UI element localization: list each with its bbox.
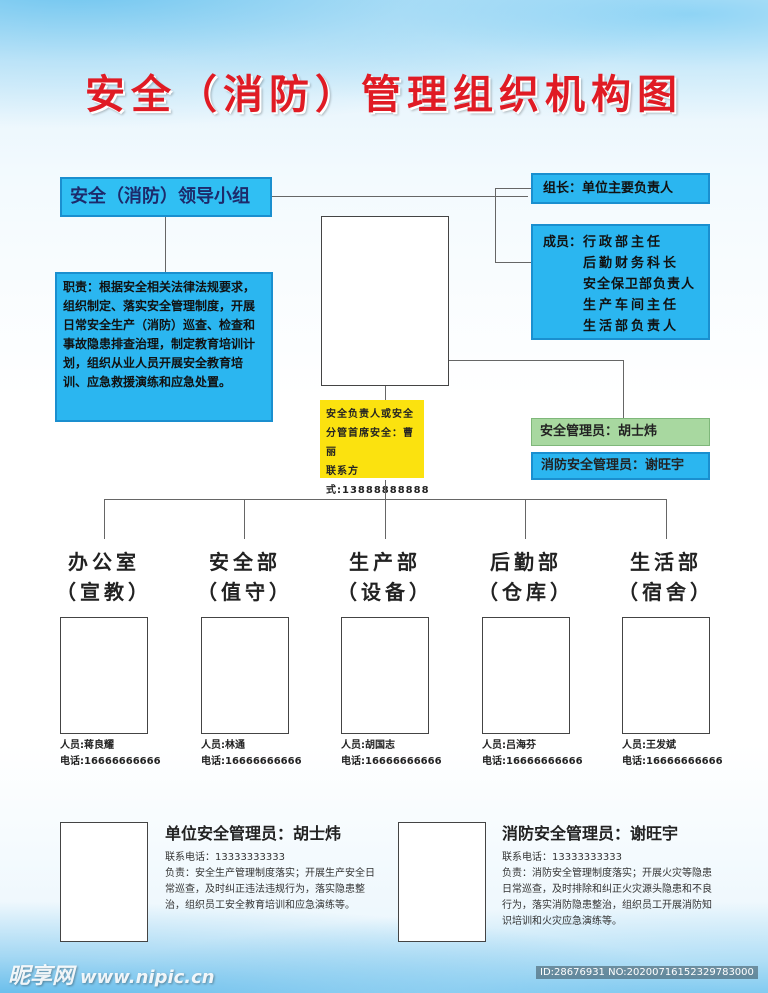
connector-line [385,499,386,539]
connector-line [495,188,496,263]
connector-line [495,188,531,189]
watermark-brand-name: 昵享网 [8,964,75,989]
watermark-id: ID:28676931 NO:20200716152329783000 [536,966,758,979]
department-person: 人员:蒋良耀 [60,740,114,751]
member-item: 后勤财务科长 [583,256,680,271]
fire-admin-phone: 联系电话：13333333333 [502,852,622,863]
members-box: 成员：行政部主任 后勤财务科长 安全保卫部负责人 生产车间主任 生活部负责人 [531,224,710,340]
leader-group-duties: 职责：根据安全相关法律法规要求，组织制定、落实安全管理制度，开展日常安全生产（消… [55,272,273,422]
connector-line [623,360,624,418]
department-photo-placeholder [622,617,710,734]
department-name: 生产部 [349,550,421,574]
connector-line [666,499,667,539]
department-subtitle: （仓库） [478,580,574,604]
department-contact: 人员:蒋良耀 电话:16666666666 [60,738,170,770]
department-contact: 人员:林通 电话:16666666666 [201,738,311,770]
connector-line [385,386,386,400]
department-photo-placeholder [482,617,570,734]
safety-admin-phone: 联系电话：13333333333 [165,852,285,863]
connector-line [104,499,105,539]
department-subtitle: （设备） [337,580,433,604]
department-contact: 人员:吕海芬 电话:16666666666 [482,738,592,770]
fire-admin-photo-placeholder [398,822,486,942]
responsible-line2: 分管首席安全：曹丽 [326,428,414,458]
member-item: 安全保卫部负责人 [583,277,696,292]
leader-group-title: 安全（消防）领导小组 [60,177,272,217]
connector-line [449,360,624,361]
fire-admin-box: 消防安全管理员：谢旺宇 [531,452,710,480]
safety-admin-title: 单位安全管理员：胡士炜 [165,824,342,843]
connector-line [272,196,528,197]
department-subtitle: （宿舍） [618,580,714,604]
department-contact: 人员:胡国志 电话:16666666666 [341,738,451,770]
department-name: 生活部 [630,550,702,574]
member-item: 生产车间主任 [583,298,680,313]
department-phone: 电话:16666666666 [341,756,442,767]
connector-line [495,262,531,263]
department-phone: 电话:16666666666 [201,756,302,767]
members-label: 成员： [543,235,583,250]
department-name: 后勤部 [490,550,562,574]
department-phone: 电话:16666666666 [622,756,723,767]
safety-admin-photo-placeholder [60,822,148,942]
connector-line [165,217,166,272]
department-subtitle: （宣教） [56,580,152,604]
connector-line [244,499,245,539]
fire-admin-duty: 负责：消防安全管理制度落实；开展火灾等隐患日常巡查，及时排除和纠正火灾源头隐患和… [502,868,712,927]
department-subtitle: （值守） [197,580,293,604]
page-title: 安全（消防）管理组织机构图 [85,72,683,118]
safety-admin-box: 安全管理员：胡士炜 [531,418,710,446]
connector-line [385,480,386,499]
department-photo-placeholder [341,617,429,734]
department-name: 安全部 [209,550,281,574]
responsible-contact: 联系方式:13888888888 [326,466,430,496]
fire-admin-details: 联系电话：13333333333 负责：消防安全管理制度落实；开展火灾等隐患日常… [502,850,712,930]
safety-admin-details: 联系电话：13333333333 负责：安全生产管理制度落实；开展生产安全日常巡… [165,850,375,914]
department-name: 办公室 [68,550,140,574]
responsible-person-box: 安全负责人或安全 分管首席安全：曹丽 联系方式:13888888888 [320,400,429,496]
watermark-url: www.nipic.cn [80,967,215,988]
department-person: 人员:林通 [201,740,245,751]
leader-photo-placeholder [321,216,449,386]
department-phone: 电话:16666666666 [60,756,161,767]
department-contact: 人员:王发斌 电话:16666666666 [622,738,732,770]
fire-admin-title: 消防安全管理员：谢旺宇 [502,824,679,843]
department-person: 人员:王发斌 [622,740,676,751]
department-photo-placeholder [60,617,148,734]
responsible-line1: 安全负责人或安全 [326,409,414,420]
department-photo-placeholder [201,617,289,734]
member-item: 生活部负责人 [583,319,680,334]
department-phone: 电话:16666666666 [482,756,583,767]
department-person: 人员:胡国志 [341,740,395,751]
member-item: 行政部主任 [583,235,664,250]
safety-admin-duty: 负责：安全生产管理制度落实；开展生产安全日常巡查，及时纠正违法违规行为，落实隐患… [165,868,375,911]
group-leader-box: 组长：单位主要负责人 [531,173,710,204]
department-person: 人员:吕海芬 [482,740,536,751]
connector-line [525,499,526,539]
